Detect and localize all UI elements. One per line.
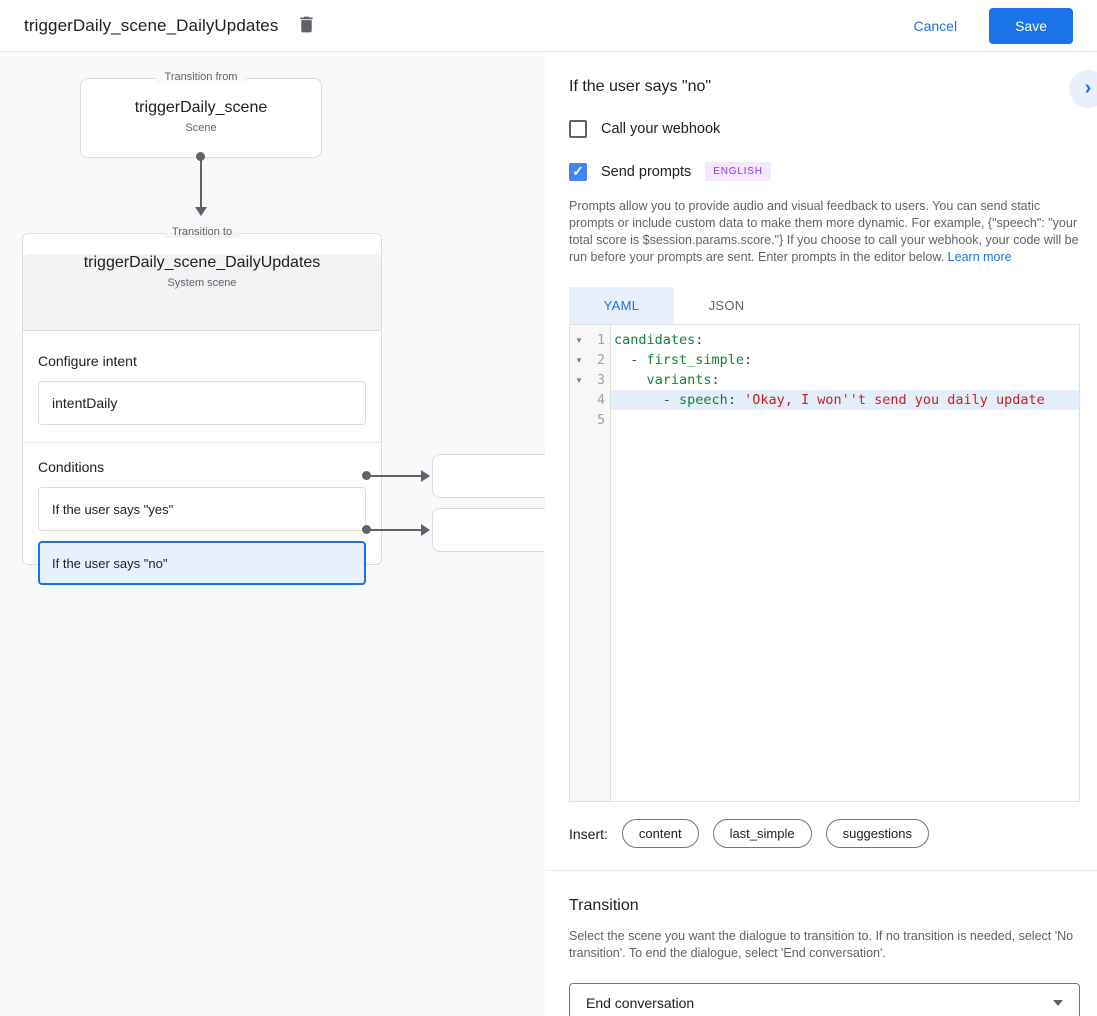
transition-to-legend: Transition to bbox=[163, 226, 241, 238]
arrowhead-right-icon bbox=[421, 524, 430, 536]
insert-chip-content[interactable]: content bbox=[621, 819, 699, 848]
code-line-2: - first_simple: bbox=[614, 352, 753, 368]
language-badge: ENGLISH bbox=[705, 162, 771, 181]
code-line-5 bbox=[611, 410, 1079, 430]
prompt-code-editor[interactable]: ▾ 1 ▾ 2 ▾ 3 4 5 candidates: - first_simple:… bbox=[569, 324, 1080, 802]
card-divider bbox=[23, 442, 381, 443]
prompts-description: Prompts allow you to provide audio and v… bbox=[569, 198, 1080, 266]
condition-row-no[interactable]: If the user says "no" bbox=[38, 541, 366, 585]
line-number: 3 bbox=[597, 372, 605, 388]
transition-description: Select the scene you want the dialogue t… bbox=[569, 929, 1074, 960]
insert-chip-last-simple[interactable]: last_simple bbox=[712, 819, 812, 848]
line-number: 5 bbox=[597, 412, 605, 428]
call-webhook-checkbox[interactable] bbox=[569, 120, 587, 138]
from-scene-name: triggerDaily_scene bbox=[134, 99, 268, 116]
transition-target-box[interactable] bbox=[432, 454, 545, 498]
to-scene-name: triggerDaily_scene_DailyUpdates bbox=[83, 254, 321, 271]
transition-select[interactable]: End conversation bbox=[569, 983, 1080, 1016]
trash-icon bbox=[296, 14, 317, 38]
tab-json[interactable]: JSON bbox=[708, 298, 745, 313]
connector-line bbox=[200, 156, 202, 208]
collapse-panel-button[interactable]: › bbox=[1069, 70, 1097, 108]
condition-detail-panel: › If the user says "no" Call your webhoo… bbox=[545, 52, 1097, 1016]
dropdown-caret-icon bbox=[1053, 1000, 1063, 1006]
tab-yaml[interactable]: YAML bbox=[569, 287, 674, 324]
condition-row-yes[interactable]: If the user says "yes" bbox=[38, 487, 366, 531]
transition-to-card: Transition to triggerDaily_scene_DailyUp… bbox=[22, 226, 382, 585]
chevron-right-icon: › bbox=[1084, 77, 1092, 99]
fold-arrow-icon[interactable]: ▾ bbox=[576, 335, 582, 345]
code-line-3: variants: bbox=[646, 372, 720, 388]
connector-dot bbox=[362, 525, 371, 534]
scene-diagram-panel: Transition from triggerDaily_scene Scene… bbox=[0, 52, 545, 1016]
connector-line bbox=[369, 529, 423, 531]
send-prompts-checkbox[interactable]: ✓ bbox=[569, 162, 587, 181]
page-title: triggerDaily_scene_DailyUpdates bbox=[24, 15, 279, 35]
delete-scene-button[interactable] bbox=[296, 14, 317, 38]
connector-line bbox=[369, 475, 423, 477]
prompt-section: If the user says "no" Call your webhook … bbox=[545, 52, 1097, 871]
transition-title: Transition bbox=[569, 897, 639, 914]
cancel-button[interactable]: Cancel bbox=[897, 10, 973, 42]
insert-row: Insert: content last_simple suggestions bbox=[569, 819, 1080, 848]
arrowhead-right-icon bbox=[421, 470, 430, 482]
code-line-1: candidates: bbox=[614, 332, 704, 348]
send-prompts-label: Send prompts bbox=[601, 163, 692, 180]
insert-label: Insert: bbox=[569, 825, 608, 842]
to-scene-type: System scene bbox=[167, 277, 237, 289]
line-number: 2 bbox=[597, 352, 605, 368]
prompts-description-text: Prompts allow you to provide audio and v… bbox=[569, 199, 1079, 264]
code-line-4-highlighted: - speech: 'Okay, I won''t send you daily… bbox=[611, 390, 1079, 410]
intent-input[interactable] bbox=[38, 381, 366, 425]
configure-intent-label: Configure intent bbox=[38, 353, 137, 369]
condition-title: If the user says "no" bbox=[569, 78, 712, 95]
conditions-label: Conditions bbox=[38, 459, 105, 475]
from-scene-type: Scene bbox=[185, 122, 217, 134]
transition-from-node[interactable]: Transition from triggerDaily_scene Scene bbox=[80, 71, 322, 158]
line-number: 1 bbox=[597, 332, 605, 348]
transition-selected-value: End conversation bbox=[586, 995, 695, 1011]
transition-target-box[interactable] bbox=[432, 508, 545, 552]
code-area[interactable]: candidates: - first_simple: variants: - … bbox=[611, 325, 1079, 801]
learn-more-link[interactable]: Learn more bbox=[947, 250, 1012, 264]
save-button[interactable]: Save bbox=[989, 7, 1073, 44]
editor-gutter: ▾ 1 ▾ 2 ▾ 3 4 5 bbox=[570, 325, 611, 801]
page-header: triggerDaily_scene_DailyUpdates Cancel S… bbox=[0, 0, 1097, 52]
fold-arrow-icon[interactable]: ▾ bbox=[576, 375, 582, 385]
editor-format-tabs: YAML JSON bbox=[569, 287, 1080, 324]
check-icon: ✓ bbox=[572, 163, 584, 179]
connector-dot bbox=[362, 471, 371, 480]
send-prompts-row: ✓ Send prompts ENGLISH bbox=[569, 162, 1080, 181]
transition-from-legend: Transition from bbox=[156, 71, 246, 83]
transition-section: Transition Select the scene you want the… bbox=[545, 871, 1097, 1016]
line-number: 4 bbox=[597, 392, 605, 408]
insert-chip-suggestions[interactable]: suggestions bbox=[825, 819, 929, 848]
to-scene-header: triggerDaily_scene_DailyUpdates System s… bbox=[23, 254, 381, 331]
call-webhook-label: Call your webhook bbox=[601, 121, 721, 137]
fold-arrow-icon[interactable]: ▾ bbox=[576, 355, 582, 365]
webhook-row: Call your webhook bbox=[569, 120, 1080, 138]
arrowhead-down-icon bbox=[195, 207, 207, 216]
